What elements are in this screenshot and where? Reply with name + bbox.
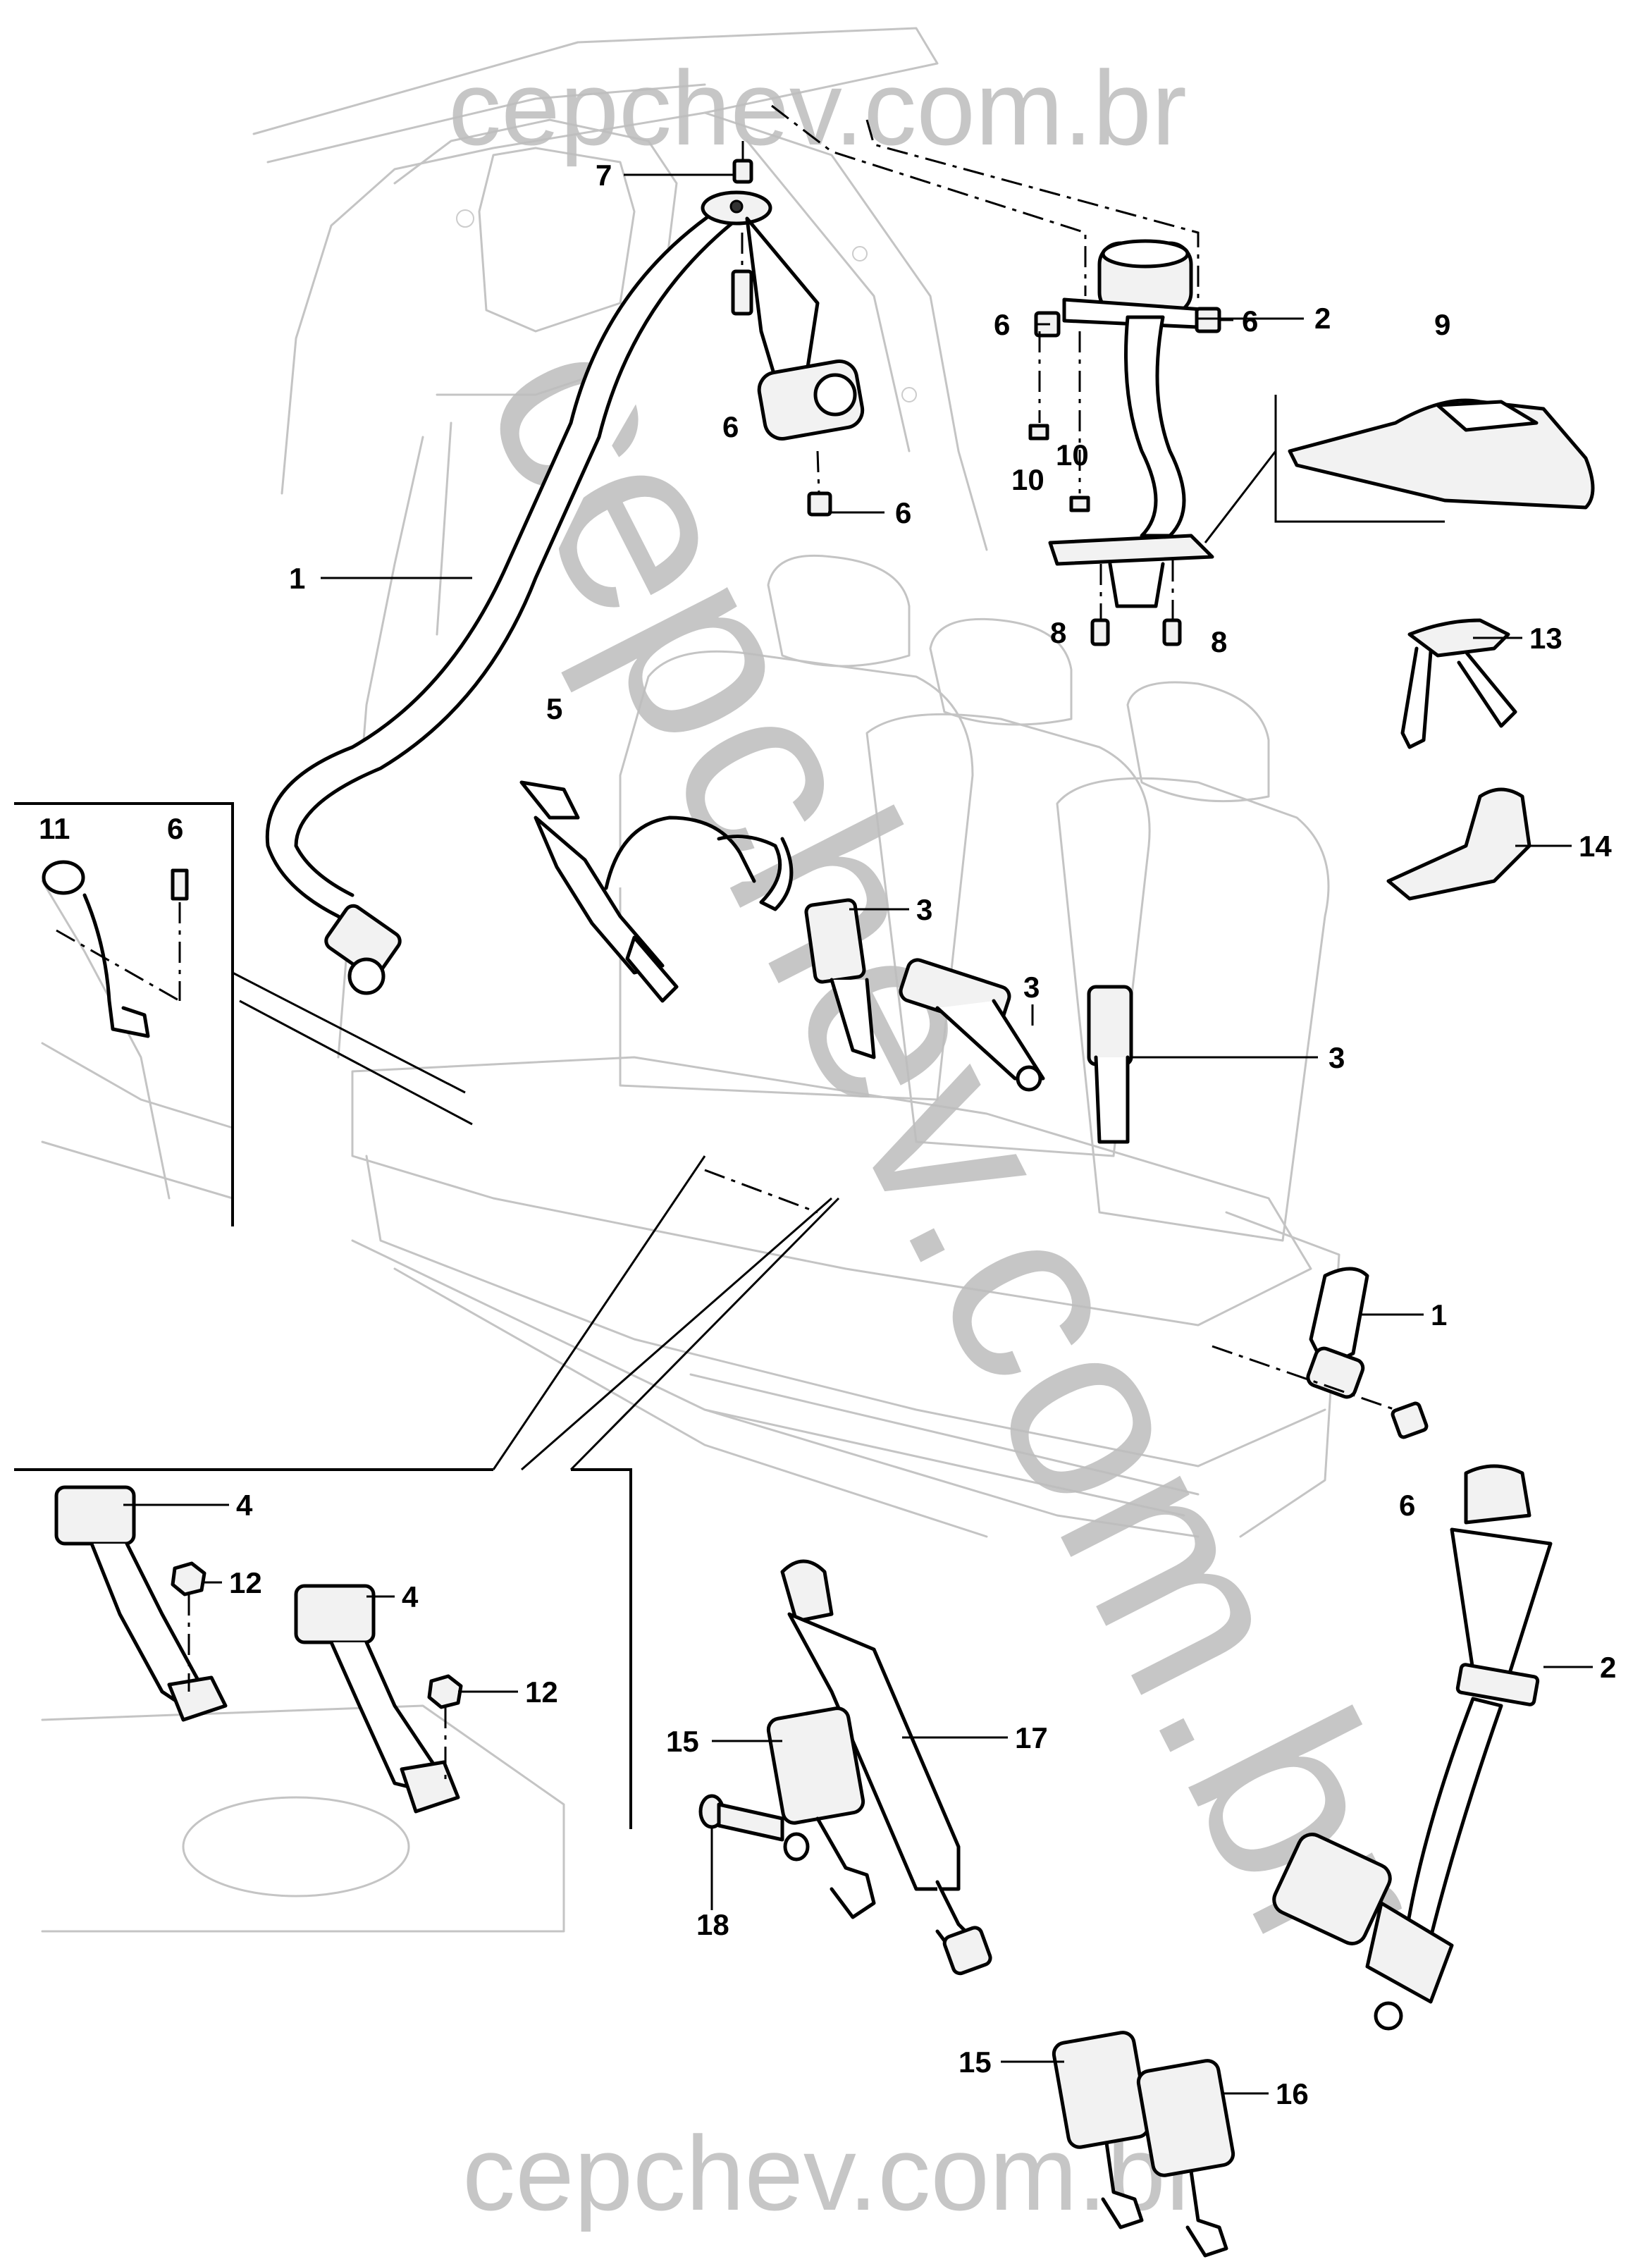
- trim-cover: [1204, 395, 1595, 543]
- callout-12-a: 12: [229, 1566, 262, 1599]
- callout-12-b: 12: [525, 1675, 558, 1709]
- callout-11: 11: [39, 812, 70, 845]
- callout-10-b: 10: [1056, 438, 1089, 472]
- inset-part-4: [14, 1155, 840, 1933]
- callout-7: 7: [596, 159, 612, 192]
- watermark-diagonal: cepchev.com.br: [429, 290, 1487, 1999]
- buckle-15-upper: [766, 1706, 876, 1919]
- part-6-bolts-retractor: [731, 233, 832, 517]
- callout-3-b: 3: [1023, 971, 1040, 1004]
- part-6-bolts-center: [1034, 307, 1221, 338]
- callout-3-c: 3: [1329, 1041, 1345, 1074]
- callout-1-lower: 1: [1431, 1298, 1447, 1331]
- callout-6-e: 6: [167, 812, 183, 845]
- callout-13: 13: [1529, 622, 1562, 655]
- buckle-3a: [804, 898, 876, 1059]
- part-10-clips: [1028, 331, 1090, 512]
- callout-5: 5: [546, 692, 562, 725]
- callout-15-b: 15: [958, 2045, 992, 2079]
- callout-2-upper: 2: [1314, 302, 1331, 335]
- callout-1-upper: 1: [289, 562, 305, 595]
- callout-2-lower: 2: [1600, 1651, 1616, 1684]
- shoulder-belt-assembly: [265, 190, 865, 995]
- callout-6-d: 6: [1242, 304, 1258, 338]
- lap-belt-17: [780, 1559, 992, 1976]
- center-retractor-assembly: [771, 104, 1214, 608]
- callout-16: 16: [1276, 2077, 1309, 2110]
- bracket-14: [1386, 787, 1531, 901]
- callout-6-f: 6: [1399, 1489, 1415, 1522]
- callout-18: 18: [696, 1908, 729, 1941]
- bracket-13: [1400, 618, 1517, 749]
- callout-14: 14: [1579, 830, 1612, 863]
- callout-4-b: 4: [402, 1580, 419, 1613]
- callout-6-a: 6: [722, 410, 739, 443]
- part-8-bolts: [1090, 560, 1182, 646]
- shoulder-belt-end: [1212, 1267, 1429, 1439]
- watermark-top: cepchev.com.br: [448, 49, 1187, 167]
- callout-8-b: 8: [1211, 625, 1227, 658]
- callout-17: 17: [1015, 1721, 1048, 1754]
- callout-6-b: 6: [895, 496, 911, 529]
- vehicle-body-outline: [41, 27, 988, 1200]
- buckle-16: [1136, 2059, 1235, 2258]
- buckle-15-lower: [1052, 2031, 1151, 2229]
- rear-seat-outline: [351, 554, 1340, 1538]
- callout-9: 9: [1434, 308, 1450, 341]
- callout-4-a: 4: [236, 1489, 253, 1522]
- callout-6-c: 6: [994, 308, 1010, 341]
- callout-8-a: 8: [1050, 616, 1066, 649]
- part-7-nut: [732, 141, 753, 184]
- callout-3-a: 3: [916, 893, 932, 926]
- callout-labels: 1 2 3 3 3 4 4 5 6 6 6 6 6 6 7 8 8 9 10 1…: [39, 159, 1616, 2110]
- center-belt-2: [1272, 1464, 1553, 2031]
- center-belt-harness: [519, 780, 794, 1003]
- callout-15-a: 15: [666, 1725, 699, 1758]
- callout-10-a: 10: [1011, 463, 1044, 496]
- buckle-3b: [899, 958, 1045, 1092]
- buckle-3c: [1087, 985, 1133, 1144]
- inset-part-11: [14, 802, 473, 1226]
- bolt-18: [698, 1794, 810, 1862]
- leader-lines: [123, 173, 1593, 2095]
